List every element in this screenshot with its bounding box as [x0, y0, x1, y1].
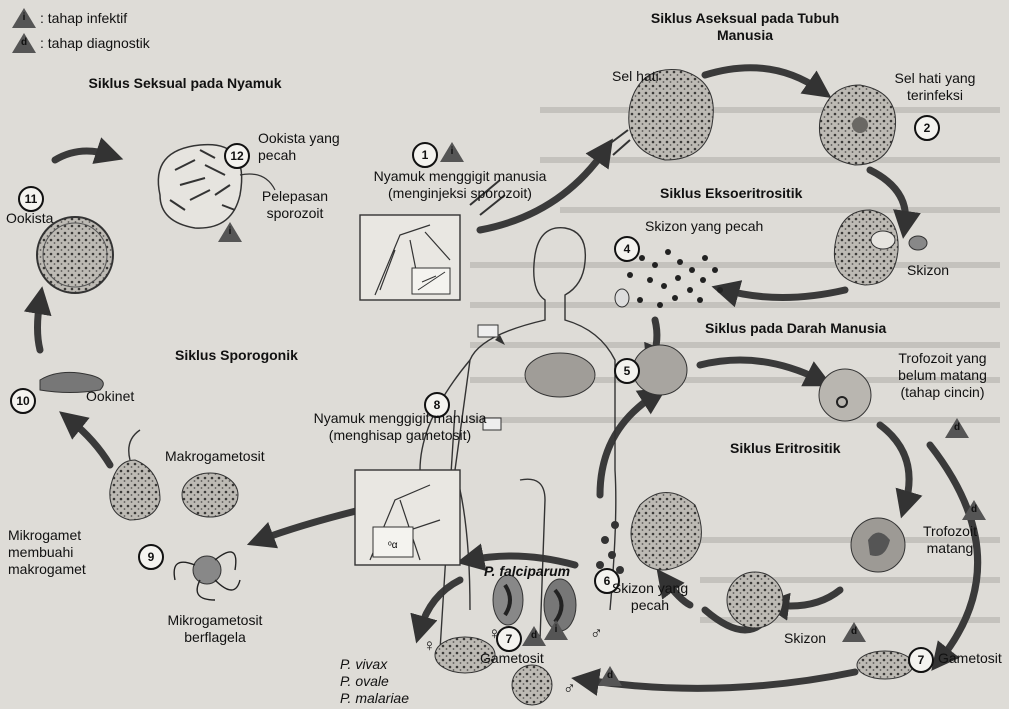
mature-trophozoite-cell — [851, 518, 905, 572]
macrogametocyte-cell — [182, 473, 238, 517]
asexual-cycle-title: Siklus Aseksual pada Tubuh Manusia — [640, 10, 850, 44]
mature-trophozoite-label: Trofozoit matang — [905, 523, 995, 557]
female-symbol-2: ♀ — [423, 637, 436, 654]
stage-10-badge: 10 — [10, 388, 36, 414]
male-symbol-2: ♂ — [563, 680, 576, 697]
gametocyte-diagnostic-triangle-icon: d — [598, 666, 622, 686]
stage-4-label: Skizon yang pecah — [645, 218, 763, 235]
species-falciparum-label: P. falciparum — [484, 563, 570, 580]
stage-1-label: Nyamuk menggigit manusia (menginjeksi sp… — [355, 168, 565, 202]
blood-cycle-title: Siklus pada Darah Manusia — [705, 320, 886, 337]
oocyst-label: Ookista — [6, 210, 53, 227]
stage-11-badge: 11 — [18, 186, 44, 212]
ruptured-oocyst-label: Ookista yang pecah — [258, 130, 358, 164]
mosquito-inset-bottom: ᵒα — [355, 470, 460, 565]
stage-8-label: Nyamuk menggigit manusia (menghisap game… — [300, 410, 500, 444]
sporogonic-title: Siklus Sporogonik — [175, 347, 298, 364]
legend-diagnostic-label: : tahap diagnostik — [40, 35, 150, 52]
stage-2-badge: 2 — [914, 115, 940, 141]
erythrocytic-title: Siklus Eritrositik — [730, 440, 840, 457]
liver-cell-label: Sel hati — [612, 68, 659, 85]
legend-infective-label: : tahap infektif — [40, 10, 127, 27]
species-malariae-label: P. malariae — [340, 690, 409, 707]
stage-4-badge: 4 — [614, 236, 640, 262]
liver-shape — [525, 353, 595, 397]
immature-trophozoite-diagnostic-triangle-icon: d — [945, 418, 969, 438]
stage-7a-diagnostic-triangle-icon: d — [522, 626, 546, 646]
stage-12-badge: 12 — [224, 143, 250, 169]
stage-5-badge: 5 — [614, 358, 640, 384]
stage-1-infective-triangle-icon: i — [440, 142, 464, 162]
ookinete-label: Ookinet — [86, 388, 134, 405]
stage-6-label: Skizon yang pecah — [610, 580, 690, 614]
mature-trophozoite-diagnostic-triangle-icon: d — [962, 500, 986, 520]
fertilization-cell — [110, 430, 160, 520]
macrogametocyte-label: Makrogametosit — [165, 448, 265, 465]
stage-7b-label: Gametosit — [938, 650, 1002, 667]
stage-7a-badge: 7 — [496, 626, 522, 652]
stage-7b-badge: 7 — [908, 647, 934, 673]
liver-schizont-label: Skizon — [907, 262, 949, 279]
blood-schizont-label: Skizon — [784, 630, 826, 647]
stage-1-badge: 1 — [412, 142, 438, 168]
red-blood-cell — [633, 345, 687, 395]
microgamete-label: Mikrogamet membuahi makrogamet — [8, 527, 108, 578]
sexual-cycle-title: Siklus Seksual pada Nyamuk — [85, 75, 285, 92]
oocyst-cell — [37, 217, 113, 293]
sporozoite-infective-triangle-icon: i — [218, 222, 242, 242]
sporozoite-release-label: Pelepasan sporozoit — [240, 188, 350, 222]
gametocyte-cell-bottom — [512, 665, 552, 705]
ruptured-blood-schizont — [596, 493, 701, 575]
infected-liver-cell-label: Sel hati yang terinfeksi — [880, 70, 990, 104]
stage-7a-label: Gametosit — [480, 650, 544, 667]
diagnostic-stage-triangle-icon: d — [12, 33, 36, 53]
infective-stage-triangle-icon: i — [12, 8, 36, 28]
species-ovale-label: P. ovale — [340, 673, 389, 690]
ring-trophozoite-cell — [819, 369, 871, 421]
blood-schizont-diagnostic-triangle-icon: d — [842, 622, 866, 642]
stage-7a-infective-triangle-icon: i — [544, 620, 568, 640]
stage-9-badge: 9 — [138, 544, 164, 570]
male-symbol: ♂ — [590, 625, 603, 642]
exoerythrocytic-title: Siklus Eksoeritrositik — [660, 185, 802, 202]
blood-schizont-cell — [727, 572, 783, 628]
immature-trophozoite-label: Trofozoit yang belum matang (tahap cinci… — [885, 350, 1000, 401]
stage-9-label: Mikrogametosit berflagela — [160, 612, 270, 646]
gametocyte-cell-right — [857, 651, 913, 679]
svg-text:ᵒα: ᵒα — [388, 540, 398, 551]
microgametocyte-cell — [174, 552, 240, 600]
mosquito-inset-top — [360, 215, 460, 300]
species-vivax-label: P. vivax — [340, 656, 387, 673]
